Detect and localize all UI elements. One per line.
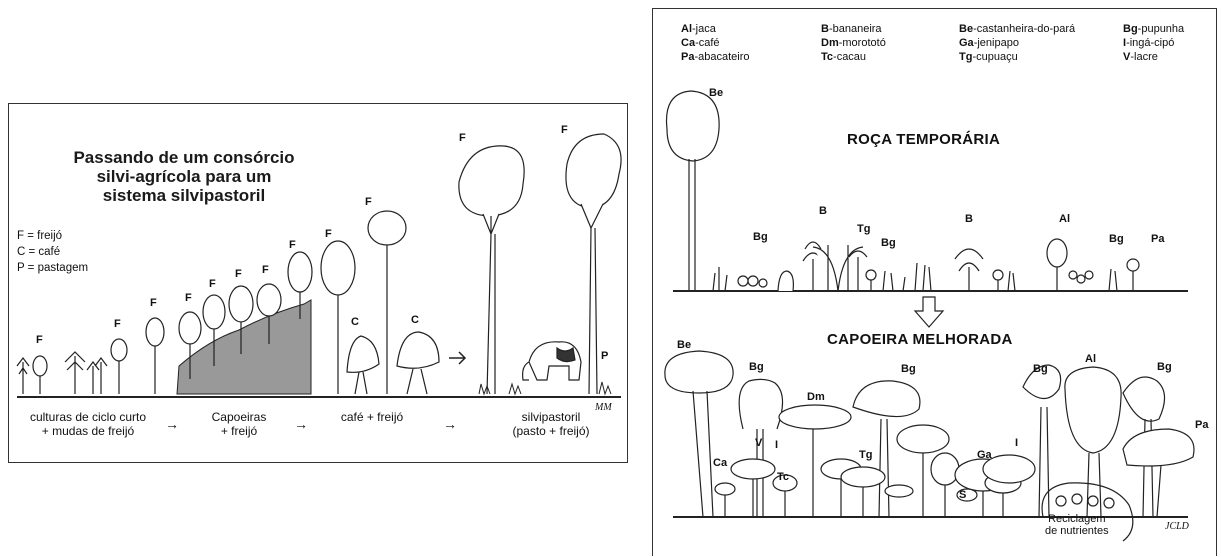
arrow-right-icon: → bbox=[294, 416, 308, 432]
label-f: F bbox=[561, 124, 568, 136]
label-f: F bbox=[36, 334, 43, 346]
label-ga: Ga bbox=[977, 449, 992, 461]
label-al: Al bbox=[1085, 353, 1096, 365]
label-f: F bbox=[459, 132, 466, 144]
bottom-scene-title: CAPOEIRA MELHORADA bbox=[827, 331, 1013, 348]
label-s: S bbox=[959, 489, 966, 501]
legend-entry: I-ingá-cipó bbox=[1123, 37, 1174, 50]
label-f: F bbox=[235, 268, 242, 280]
label-bg: Bg bbox=[753, 231, 768, 243]
legend-entry: Bg-pupunha bbox=[1123, 23, 1184, 36]
label-b: B bbox=[819, 205, 827, 217]
arrow-right-icon: → bbox=[165, 416, 179, 432]
legend-cafe: C = café bbox=[17, 246, 60, 258]
legend-entry: Pa-abacateiro bbox=[681, 51, 750, 64]
label-f: F bbox=[209, 278, 216, 290]
legend-entry: Tg-cupuaçu bbox=[959, 51, 1018, 64]
legend-entry: V-lacre bbox=[1123, 51, 1158, 64]
label-f: F bbox=[185, 292, 192, 304]
label-i: I bbox=[775, 439, 778, 451]
label-dm: Dm bbox=[807, 391, 825, 403]
silvipastoral-diagram-panel: Passando de um consórcio silvi-agrícola … bbox=[8, 103, 628, 463]
label-ca: Ca bbox=[713, 457, 727, 469]
label-pa: Pa bbox=[1195, 419, 1208, 431]
label-tg: Tg bbox=[859, 449, 872, 461]
label-b: B bbox=[965, 213, 973, 225]
label-bg: Bg bbox=[1033, 363, 1048, 375]
label-i: I bbox=[1015, 437, 1018, 449]
label-be: Be bbox=[677, 339, 691, 351]
legend-entry: B-bananeira bbox=[821, 23, 882, 36]
label-v: V bbox=[755, 437, 762, 449]
legend-entry: Be-castanheira-do-pará bbox=[959, 23, 1075, 36]
label-bg: Bg bbox=[881, 237, 896, 249]
label-c: C bbox=[411, 314, 419, 326]
label-f: F bbox=[365, 196, 372, 208]
agroforestry-diagram-panel: Al-jaca Ca-café Pa-abacateiro B-bananeir… bbox=[652, 8, 1217, 556]
label-f: F bbox=[150, 297, 157, 309]
label-f: F bbox=[289, 239, 296, 251]
label-bg: Bg bbox=[1157, 361, 1172, 373]
label-f: F bbox=[325, 228, 332, 240]
agroforestry-illustration bbox=[653, 9, 1218, 557]
nutrient-recycling-label: Reciclagem de nutrientes bbox=[1045, 513, 1109, 537]
legend-entry: Ca-café bbox=[681, 37, 720, 50]
label-al: Al bbox=[1059, 213, 1070, 225]
stage-label: café + freijó bbox=[327, 410, 417, 424]
legend-entry: Ga-jenipapo bbox=[959, 37, 1019, 50]
legend-entry: Al-jaca bbox=[681, 23, 716, 36]
label-pa: Pa bbox=[1151, 233, 1164, 245]
label-p: P bbox=[601, 350, 608, 362]
diagram-title: Passando de um consórcio silvi-agrícola … bbox=[64, 148, 304, 205]
arrow-right-icon: → bbox=[443, 416, 457, 432]
label-c: C bbox=[351, 316, 359, 328]
legend-entry: Dm-morototó bbox=[821, 37, 886, 50]
stage-label: silvipastoril (pasto + freijó) bbox=[491, 410, 611, 438]
legend-freijo: F = freijó bbox=[17, 230, 62, 242]
legend-pastagem: P = pastagem bbox=[17, 262, 88, 274]
label-bg: Bg bbox=[901, 363, 916, 375]
legend-entry: Tc-cacau bbox=[821, 51, 866, 64]
top-scene-title: ROÇA TEMPORÁRIA bbox=[847, 131, 1000, 148]
label-tg: Tg bbox=[857, 223, 870, 235]
stage-label: Capoeiras + freijó bbox=[189, 410, 289, 438]
label-be: Be bbox=[709, 87, 723, 99]
stage-label: culturas de ciclo curto + mudas de freij… bbox=[13, 410, 163, 438]
label-tc: Tc bbox=[777, 471, 789, 483]
signature-jcld: JCLD bbox=[1165, 521, 1189, 532]
label-bg: Bg bbox=[749, 361, 764, 373]
label-f: F bbox=[262, 264, 269, 276]
label-f: F bbox=[114, 318, 121, 330]
label-bg: Bg bbox=[1109, 233, 1124, 245]
